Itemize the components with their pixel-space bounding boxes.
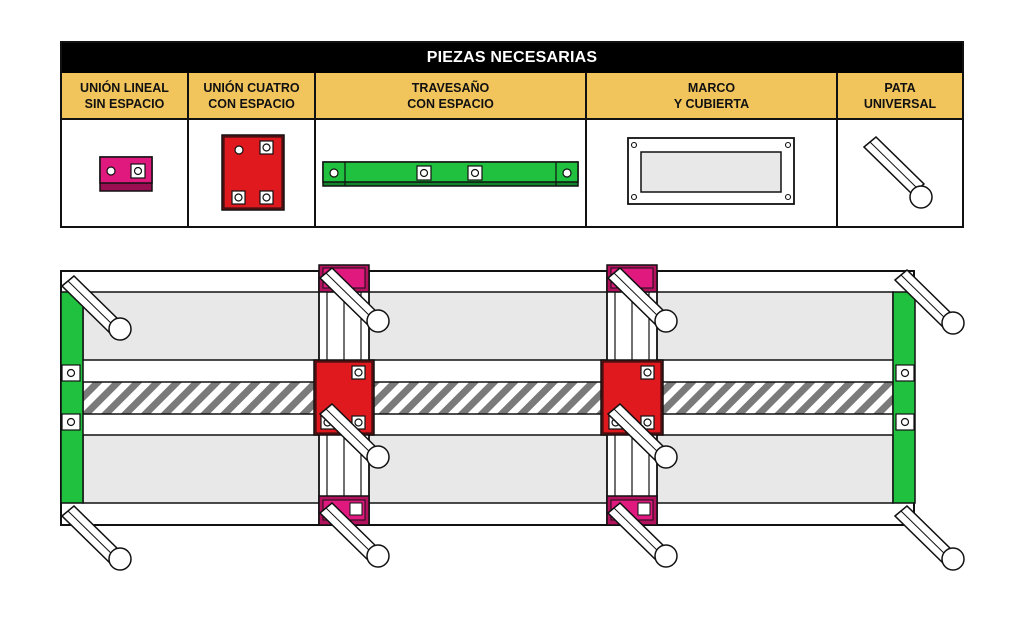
legs	[60, 266, 965, 571]
column-header-line1: PATA	[884, 80, 916, 95]
frame-panel	[60, 270, 915, 526]
universal-leg	[606, 501, 678, 568]
column-header-line2: SIN ESPACIO	[84, 96, 165, 111]
universal-leg	[606, 266, 678, 333]
crossbar	[60, 291, 84, 504]
column-header-line2: UNIVERSAL	[863, 96, 937, 111]
column-header: PATA UNIVERSAL	[838, 73, 962, 120]
column-header-line2: CON ESPACIO	[208, 96, 295, 111]
universal-leg	[893, 504, 965, 571]
universal-leg	[318, 402, 390, 469]
column-header-line1: MARCO	[687, 80, 736, 95]
column-header: TRAVESAÑO CON ESPACIO	[316, 73, 585, 120]
column-image	[587, 120, 836, 226]
universal-leg	[606, 402, 678, 469]
column-frame-cover: MARCO Y CUBIERTA	[587, 73, 838, 226]
crossbar	[892, 291, 916, 504]
column-header: UNIÓN CUATRO CON ESPACIO	[189, 73, 314, 120]
parts-table: PIEZAS NECESARIAS UNIÓN LINEAL SIN ESPAC…	[60, 41, 964, 228]
table-columns: UNIÓN LINEAL SIN ESPACIO UNIÓN CUATRO CO…	[62, 73, 962, 226]
column-four-way-joint: UNIÓN CUATRO CON ESPACIO	[189, 73, 316, 226]
column-header-line1: UNIÓN CUATRO	[203, 80, 300, 95]
universal-leg-icon	[862, 135, 933, 209]
column-header-line2: Y CUBIERTA	[673, 96, 750, 111]
frame-cover-icon	[627, 137, 795, 205]
column-header-line2: CON ESPACIO	[407, 96, 494, 111]
column-image	[189, 120, 314, 226]
universal-leg	[60, 504, 132, 571]
universal-leg	[893, 268, 965, 335]
linear-joint-icon	[99, 156, 153, 192]
column-crossbar: TRAVESAÑO CON ESPACIO	[316, 73, 587, 226]
universal-leg	[318, 266, 390, 333]
column-image	[838, 120, 962, 226]
column-linear-joint: UNIÓN LINEAL SIN ESPACIO	[62, 73, 189, 226]
column-header: UNIÓN LINEAL SIN ESPACIO	[62, 73, 187, 120]
column-image	[62, 120, 187, 226]
column-image	[316, 120, 585, 226]
four-way-joint-icon	[221, 134, 285, 211]
column-header-line1: TRAVESAÑO	[411, 80, 490, 95]
universal-leg	[318, 501, 390, 568]
column-header-line1: UNIÓN LINEAL	[80, 80, 169, 95]
column-universal-leg: PATA UNIVERSAL	[838, 73, 962, 226]
crossbar-icon	[322, 161, 579, 187]
universal-leg	[60, 274, 132, 341]
table-title: PIEZAS NECESARIAS	[62, 43, 962, 73]
column-header: MARCO Y CUBIERTA	[587, 73, 836, 120]
